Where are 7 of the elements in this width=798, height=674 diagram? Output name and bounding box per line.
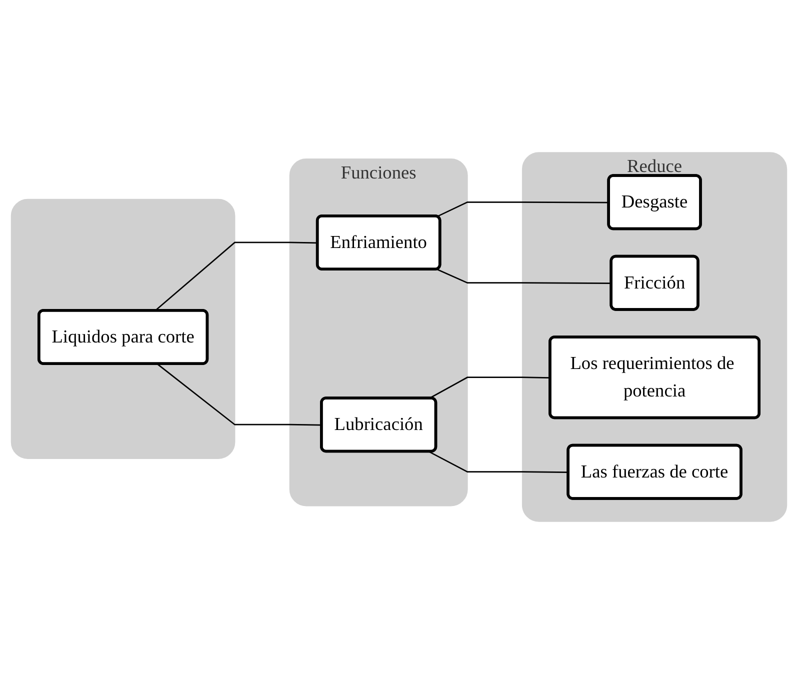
connector [428,376,550,400]
cluster [10,198,236,460]
connector [428,451,569,474]
connector [154,242,318,312]
connector [436,201,610,218]
connector [157,364,322,426]
connector [436,268,612,284]
